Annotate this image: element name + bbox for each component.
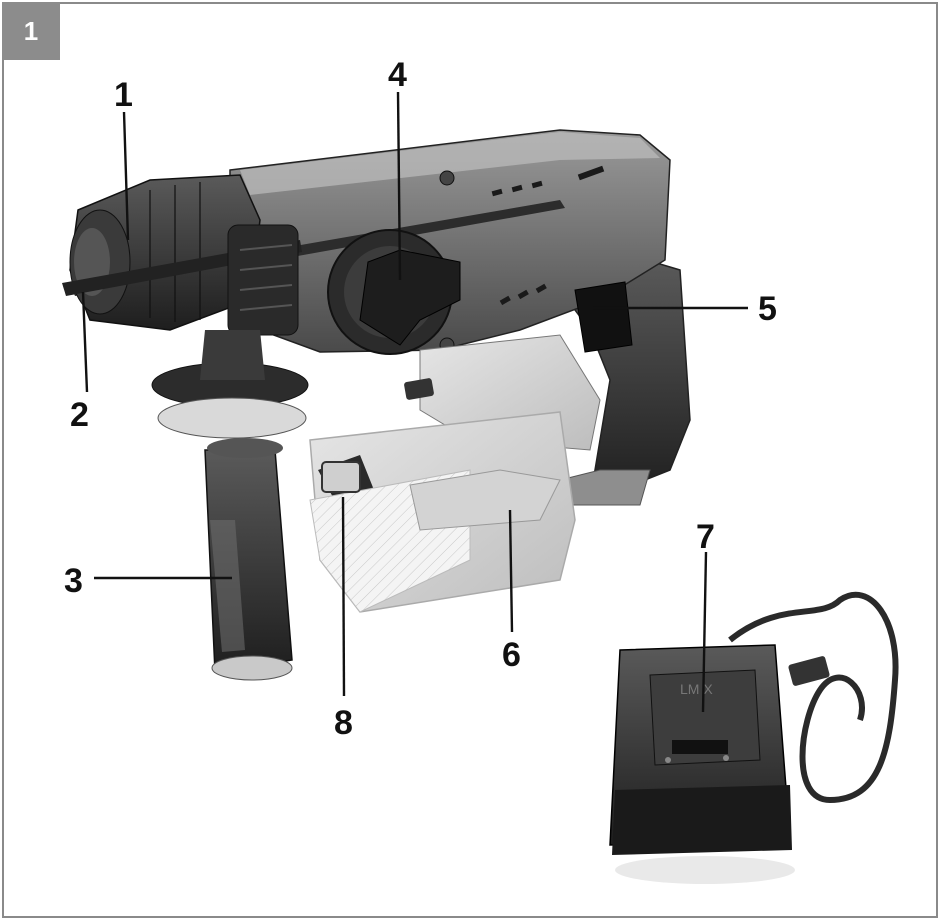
callout-labels: 1 2 3 4 5 6 7 8 xyxy=(64,56,777,742)
leader-4 xyxy=(396,91,402,281)
callout-6: 6 xyxy=(502,636,521,674)
callout-1: 1 xyxy=(114,76,133,114)
callout-3: 3 xyxy=(64,562,83,600)
callout-4: 4 xyxy=(388,56,407,94)
leader-7 xyxy=(701,551,708,713)
hammer-drill xyxy=(62,129,691,681)
figure-number-badge: 1 xyxy=(2,2,60,60)
battery-charger: LM X xyxy=(609,591,899,884)
charger-imprint: LM X xyxy=(680,681,713,697)
battery-release-button xyxy=(321,461,361,493)
callout-5: 5 xyxy=(758,290,777,328)
trigger xyxy=(574,281,633,353)
leader-8 xyxy=(341,496,346,697)
leader-lines xyxy=(81,91,748,713)
callout-2: 2 xyxy=(70,396,89,434)
callout-8: 8 xyxy=(334,704,353,742)
leader-2 xyxy=(81,291,89,393)
callout-7: 7 xyxy=(696,518,715,556)
leader-6 xyxy=(508,509,514,633)
leader-1 xyxy=(122,111,130,241)
